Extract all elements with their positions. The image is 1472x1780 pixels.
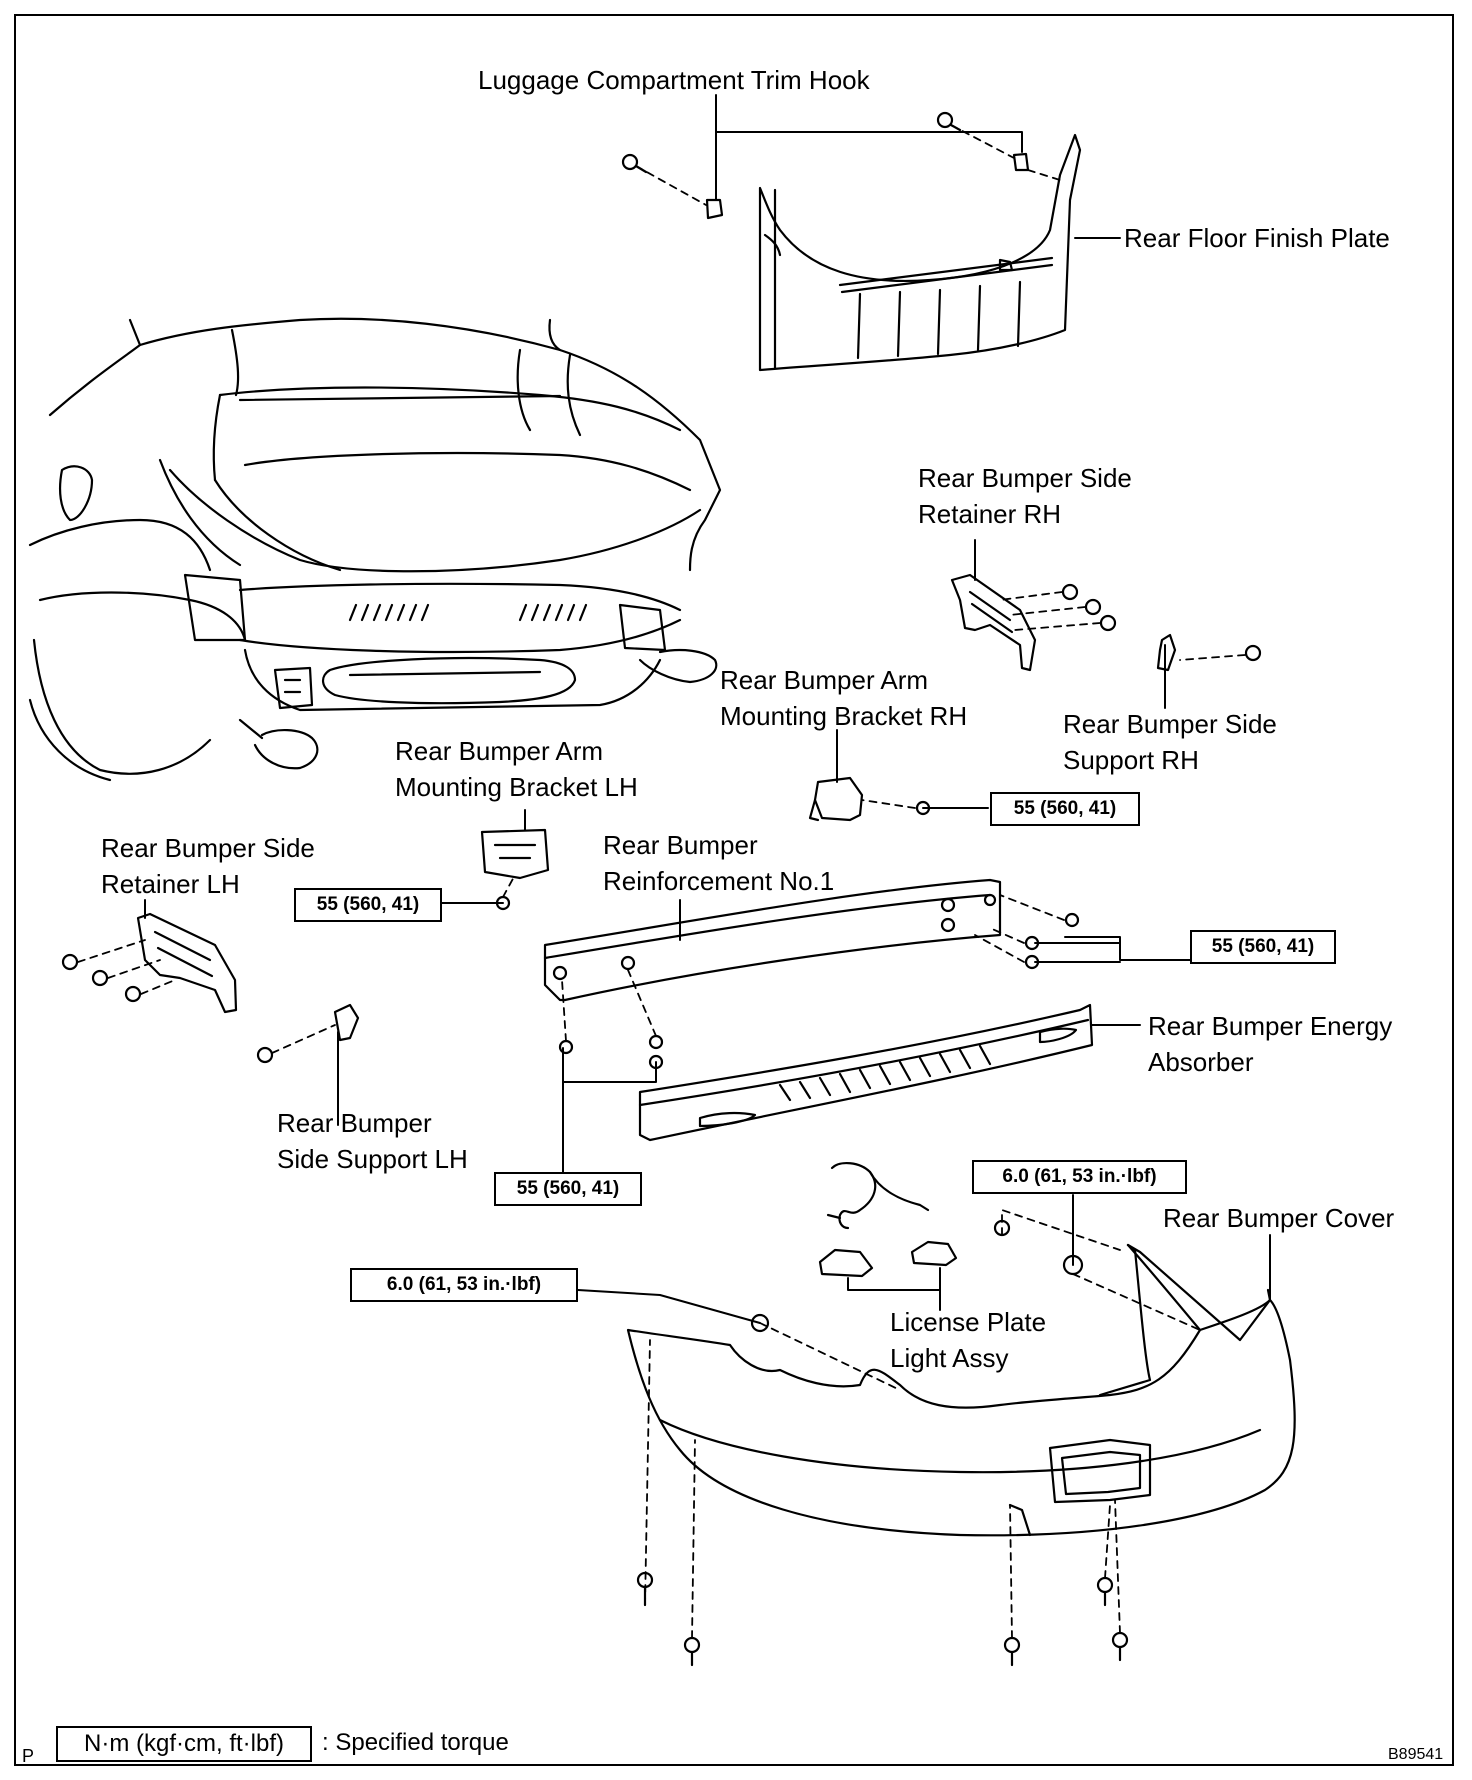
rear-floor-finish-plate-drawing: [758, 133, 1082, 372]
label-energy-absorber: Rear Bumper Energy Absorber: [1148, 1011, 1393, 1077]
label-arm-bracket-rh: Rear Bumper Arm Mounting Bracket RH: [720, 665, 968, 731]
torque-box-arm-bracket-lh: 55 (560, 41): [294, 888, 442, 922]
torque-box-arm-bracket-rh: 55 (560, 41): [990, 792, 1140, 826]
torque-box-cover-lh: 6.0 (61, 53 in.·lbf): [350, 1268, 578, 1302]
torque-box-reinforcement-lh: 55 (560, 41): [494, 1172, 642, 1206]
label-side-retainer-lh: Rear Bumper Side Retainer LH: [101, 833, 315, 899]
label-side-retainer-rh: Rear Bumper Side Retainer RH: [918, 463, 1132, 529]
vehicle-rear-body: [28, 317, 722, 782]
label-trim-hook: Luggage Compartment Trim Hook: [478, 65, 870, 95]
figure-code: B89541: [1388, 1746, 1444, 1763]
energy-absorber-drawing: [638, 1003, 1094, 1142]
reinforcement-drawing: [543, 878, 1080, 1070]
label-floor-finish-plate: Rear Floor Finish Plate: [1124, 223, 1390, 253]
legend-description: : Specified torque: [322, 1729, 509, 1756]
label-bumper-cover: Rear Bumper Cover: [1163, 1203, 1395, 1233]
diagram-frame: [14, 14, 1454, 1766]
corner-mark: P: [22, 1746, 35, 1766]
torque-box-reinforcement-rh: 55 (560, 41): [1190, 930, 1336, 964]
torque-box-cover-rh: 6.0 (61, 53 in.·lbf): [972, 1160, 1187, 1194]
arm-brackets-drawing: [480, 776, 931, 911]
label-side-support-lh: Rear Bumper Side Support LH: [277, 1108, 468, 1174]
label-arm-bracket-lh: Rear Bumper Arm Mounting Bracket LH: [395, 736, 638, 802]
side-retainer-lh-drawing: [61, 912, 360, 1064]
alignment-dashed-lines: [77, 124, 1246, 1639]
side-retainer-rh-drawing: [950, 573, 1262, 672]
label-side-support-rh: Rear Bumper Side Support RH: [1063, 709, 1277, 775]
leader-lines: [144, 94, 1271, 1324]
label-reinforcement: Rear Bumper Reinforcement No.1: [603, 830, 835, 896]
legend-unit-box: N·m (kgf·cm, ft·lbf): [56, 1726, 312, 1762]
trim-hook-parts: [621, 111, 1030, 220]
label-license-plate-light: License Plate Light Assy: [890, 1307, 1047, 1373]
